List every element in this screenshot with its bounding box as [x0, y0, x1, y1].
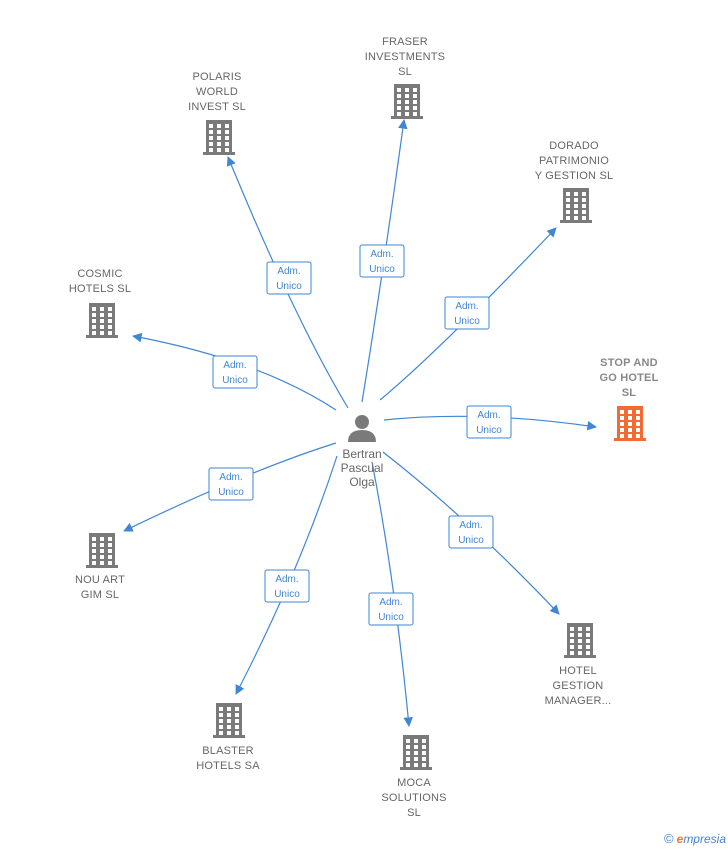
company-label: HOTELS SL [69, 283, 131, 295]
company-label: FRASER [382, 36, 428, 48]
relation-label-text: Adm. [379, 597, 402, 608]
person-name-line: Olga [349, 475, 375, 489]
company-label: SOLUTIONS [381, 792, 446, 804]
building-icon[interactable] [203, 120, 235, 155]
company-label: NOU ART [75, 574, 125, 586]
relation-label-text: Unico [454, 316, 480, 327]
relation-label-text: Adm. [223, 360, 246, 371]
company-label: HOTELS SA [196, 760, 260, 772]
company-node-polaris[interactable]: POLARIS WORLD INVEST SL [188, 71, 246, 155]
company-label: POLARIS [192, 71, 241, 83]
company-label: BLASTER [202, 745, 254, 757]
company-node-dorado[interactable]: DORADO PATRIMONIO Y GESTION SL [535, 140, 614, 223]
person-name-line: Bertran [342, 447, 381, 461]
company-label: COSMIC [77, 268, 122, 280]
relation-label-text: Unico [476, 425, 502, 436]
company-label: MOCA [397, 777, 431, 789]
relation-label-dorado[interactable]: Adm. Unico [444, 296, 490, 330]
relation-label-text: Adm. [477, 410, 500, 421]
relation-label-text: Adm. [277, 266, 300, 277]
relation-edge-dorado [379, 227, 557, 401]
relation-label-text: Adm. [219, 472, 242, 483]
building-icon[interactable] [400, 735, 432, 770]
building-icon[interactable] [391, 84, 423, 119]
company-label: SL [407, 807, 421, 819]
company-label: Y GESTION SL [535, 170, 614, 182]
building-icon[interactable] [560, 188, 592, 223]
company-node-cosmic[interactable]: COSMIC HOTELS SL [69, 268, 131, 338]
building-icon[interactable] [614, 406, 646, 441]
company-label: GESTION [553, 680, 604, 692]
relation-label-text: Adm. [459, 520, 482, 531]
relation-label-text: Adm. [275, 574, 298, 585]
relation-label-text: Unico [222, 375, 248, 386]
relation-label-fraser[interactable]: Adm. Unico [359, 244, 405, 278]
company-label: DORADO [549, 140, 599, 152]
relation-label-text: Unico [218, 487, 244, 498]
company-label: INVEST SL [188, 101, 246, 113]
relation-label-blaster[interactable]: Adm. Unico [264, 569, 310, 603]
relation-label-text: Unico [274, 589, 300, 600]
company-node-stopandgo[interactable]: STOP AND GO HOTEL SL [599, 357, 658, 441]
company-label: SL [398, 66, 412, 78]
company-node-nouart[interactable]: NOU ART GIM SL [75, 533, 125, 601]
relation-label-stopandgo[interactable]: Adm. Unico [466, 405, 512, 439]
copyright-symbol: © [664, 831, 674, 846]
company-label: MANAGER... [545, 695, 612, 707]
relation-label-hotelgestion[interactable]: Adm. Unico [448, 515, 494, 549]
relation-label-text: Unico [458, 535, 484, 546]
relation-label-text: Unico [369, 264, 395, 275]
relation-labels-layer: Adm.UnicoAdm.UnicoAdm.UnicoAdm.UnicoAdm.… [208, 244, 512, 626]
relation-edge-polaris [226, 156, 349, 409]
nodes-layer: POLARIS WORLD INVEST SL FRASER INVESTMENTS SL… [69, 36, 659, 819]
empresia-logo[interactable]: ©empresia [664, 831, 726, 846]
relation-label-polaris[interactable]: Adm. Unico [266, 261, 312, 295]
building-icon[interactable] [86, 533, 118, 568]
company-label: SL [622, 387, 637, 399]
building-icon[interactable] [213, 703, 245, 738]
company-label: GIM SL [81, 589, 120, 601]
brand-name: mpresia [683, 832, 726, 846]
relation-label-text: Adm. [370, 249, 393, 260]
building-icon[interactable] [86, 303, 118, 338]
company-label: GO HOTEL [599, 372, 658, 384]
relation-label-text: Unico [276, 281, 302, 292]
relation-edge-moca [371, 461, 413, 727]
relation-label-text: Unico [378, 612, 404, 623]
company-node-moca[interactable]: MOCA SOLUTIONS SL [381, 735, 446, 819]
relation-label-cosmic[interactable]: Adm. Unico [212, 355, 258, 389]
company-label: INVESTMENTS [365, 51, 445, 63]
company-node-hotelgestion[interactable]: HOTEL GESTION MANAGER... [545, 623, 612, 707]
relation-label-moca[interactable]: Adm. Unico [368, 592, 414, 626]
company-label: STOP AND [600, 357, 658, 369]
building-icon[interactable] [564, 623, 596, 658]
company-node-fraser[interactable]: FRASER INVESTMENTS SL [365, 36, 445, 119]
company-label: PATRIMONIO [539, 155, 609, 167]
relation-label-text: Adm. [455, 301, 478, 312]
company-label: HOTEL [559, 665, 597, 677]
company-node-blaster[interactable]: BLASTER HOTELS SA [196, 703, 260, 772]
relation-label-nouart[interactable]: Adm. Unico [208, 467, 254, 501]
person-name-line: Pascual [341, 461, 384, 475]
company-label: WORLD [196, 86, 238, 98]
brand-initial: e [676, 832, 684, 846]
person-icon[interactable] [348, 415, 376, 442]
